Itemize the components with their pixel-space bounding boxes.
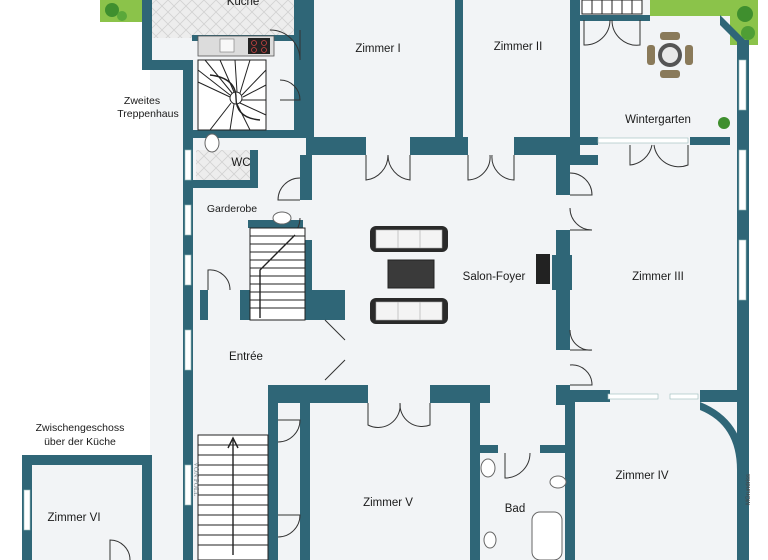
label-garderobe: Garderobe bbox=[207, 203, 257, 215]
label-wintergarten: Wintergarten bbox=[625, 114, 691, 126]
label-zweites: Zweites bbox=[124, 95, 160, 107]
label-salon-foyer: Salon-Foyer bbox=[463, 271, 526, 283]
garderobe-sink bbox=[272, 211, 292, 225]
label-entree: Entrée bbox=[229, 351, 263, 363]
label-kueche: Küche bbox=[227, 0, 260, 8]
bath-sink-2 bbox=[483, 531, 497, 549]
label-zimmer-3: Zimmer III bbox=[632, 271, 684, 283]
staircase-lower bbox=[197, 434, 269, 560]
sofa-top bbox=[370, 226, 448, 252]
windows bbox=[23, 59, 747, 531]
plant bbox=[718, 117, 730, 129]
sofa-bottom bbox=[370, 298, 448, 324]
label-bad: Bad bbox=[505, 503, 525, 515]
staircase-top bbox=[581, 0, 643, 15]
coffee-table bbox=[387, 259, 435, 289]
label-zwischengeschoss-1: Zwischengeschoss bbox=[36, 422, 125, 434]
bath-sink bbox=[480, 458, 496, 478]
dining-table bbox=[647, 32, 693, 78]
label-zwischengeschoss-2: über der Küche bbox=[44, 436, 116, 448]
kitchen-counter bbox=[197, 35, 275, 57]
wc-tiles bbox=[196, 150, 250, 180]
staircase-second bbox=[197, 59, 267, 131]
label-zimmer-1: Zimmer I bbox=[355, 43, 400, 55]
credit: MGrundriss bbox=[746, 474, 752, 505]
label-zimmer-4: Zimmer IV bbox=[615, 470, 668, 482]
bath-toilet bbox=[549, 475, 567, 489]
fireplace bbox=[536, 254, 550, 284]
bathtub bbox=[531, 511, 563, 560]
staircase-main bbox=[249, 227, 306, 321]
label-zimmer-5: Zimmer V bbox=[363, 497, 413, 509]
label-treppenhaus: Treppenhaus bbox=[117, 108, 179, 120]
label-wc: WC bbox=[231, 157, 250, 169]
label-zimmer-2: Zimmer II bbox=[494, 41, 543, 53]
kitchen-tiles bbox=[150, 0, 300, 38]
label-zimmer-6: Zimmer VI bbox=[47, 512, 100, 524]
wc-toilet bbox=[204, 133, 220, 153]
doors bbox=[109, 19, 689, 560]
watermark: VON POLL bbox=[192, 462, 200, 496]
